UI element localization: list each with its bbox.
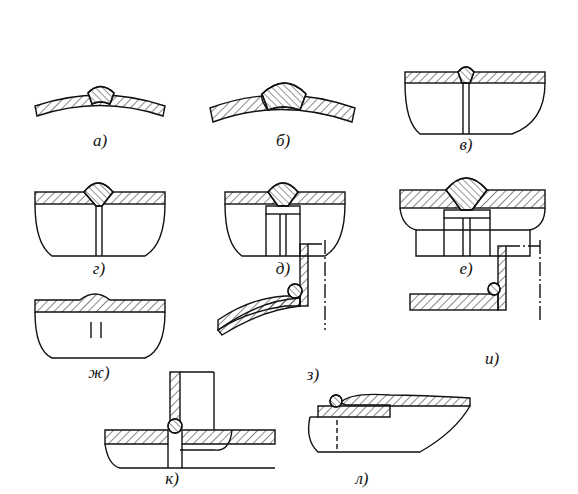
- joint-l: [309, 394, 470, 452]
- figure-letter: в): [457, 136, 474, 153]
- figure-letter: з): [305, 366, 321, 383]
- figure-letter: б): [274, 132, 292, 149]
- figure-letter: е): [457, 260, 474, 277]
- joint-b: [210, 83, 355, 122]
- figure-letter: ж): [86, 364, 111, 381]
- figure-letter: л): [353, 470, 370, 487]
- joint-f: [400, 178, 545, 256]
- figure-letter: г): [91, 260, 107, 277]
- joint-c: [405, 67, 545, 134]
- figure-letter: д): [274, 260, 292, 277]
- figure-letter: к): [163, 470, 181, 487]
- joint-d: [35, 183, 165, 256]
- joint-h: [218, 240, 325, 335]
- joint-g: [35, 294, 165, 358]
- joint-i: [410, 240, 540, 320]
- joint-a: [35, 87, 165, 117]
- joint-k: [105, 372, 275, 468]
- joint-e: [225, 183, 345, 256]
- figure-letter: а): [91, 132, 109, 149]
- figure-letter: и): [483, 350, 501, 367]
